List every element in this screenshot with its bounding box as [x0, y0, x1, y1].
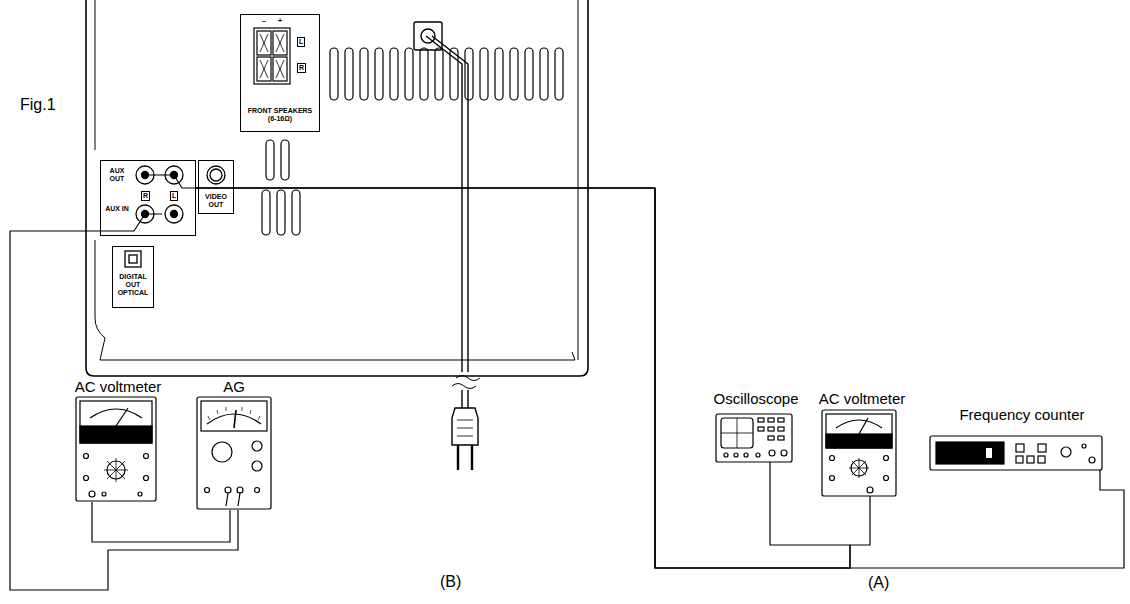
signal-cable: [196, 188, 1124, 568]
vent-slot: [555, 48, 563, 100]
vent-slot: [375, 48, 383, 100]
signal-cable: [10, 231, 238, 590]
video-out-jack: VIDEO OUT: [198, 160, 234, 214]
aux-jack-panel: AUX OUT R L AUX IN: [100, 160, 196, 236]
oscilloscope-icon: [716, 414, 792, 462]
channel-mark: R: [297, 63, 306, 73]
ac-voltmeter-icon: [822, 410, 896, 496]
group-label: (B): [438, 573, 463, 591]
vent-slot: [420, 48, 428, 100]
instrument-label: Frequency counter: [922, 406, 1122, 423]
group-label: (A): [866, 574, 891, 592]
power-cord: [414, 22, 480, 470]
vent-slot: [262, 190, 270, 235]
frequency-counter-icon: [930, 436, 1102, 470]
panel-label: VIDEO OUT: [200, 193, 232, 209]
ac-voltmeter: AC voltmeter: [812, 390, 912, 496]
ac-voltmeter-icon: [76, 397, 156, 501]
instrument-label: AC voltmeter: [68, 378, 168, 395]
channel-mark: R: [141, 191, 150, 201]
vent-slot: [281, 140, 289, 180]
ac-voltmeter: AC voltmeter: [68, 378, 168, 502]
vent-slot: [292, 190, 300, 235]
vent-slot: [525, 48, 533, 100]
vent-slot: [360, 48, 368, 100]
figure-number: Fig.1: [18, 96, 58, 114]
vent-slot: [510, 48, 518, 100]
instrument-label: AG: [196, 378, 272, 395]
jacks: [101, 166, 225, 267]
vent-slot: [465, 48, 473, 100]
speaker-terminal-block: –+ L R FRONT SPEAKERS (6-16Ω): [240, 14, 320, 132]
vent-slot: [540, 48, 548, 100]
panel-label: –: [259, 17, 269, 25]
vent-slots: [262, 48, 563, 235]
instrument-label: Oscilloscope: [696, 390, 816, 407]
vent-slot: [435, 48, 443, 100]
vent-slot: [390, 48, 398, 100]
panel-label: AUX OUT: [104, 167, 130, 183]
vent-slot: [345, 48, 353, 100]
vent-slot: [277, 190, 285, 235]
signal-cable: [196, 188, 850, 568]
oscilloscope: Oscilloscope: [696, 390, 816, 462]
vent-slot: [495, 48, 503, 100]
panel-label: AUX IN: [104, 205, 130, 213]
vent-slot: [405, 48, 413, 100]
channel-mark: L: [170, 191, 178, 201]
vent-slot: [480, 48, 488, 100]
signal-cable: [196, 188, 870, 568]
panel-label: FRONT SPEAKERS (6-16Ω): [243, 107, 317, 123]
vent-slot: [266, 140, 274, 180]
audio-generator: AG: [196, 378, 272, 510]
optical-out-jack: DIGITAL OUT OPTICAL: [112, 246, 154, 308]
audio-generator-icon: [197, 397, 271, 509]
signal-cable: [92, 502, 230, 542]
panel-label: DIGITAL OUT OPTICAL: [114, 273, 152, 297]
frequency-counter: Frequency counter: [922, 406, 1122, 470]
instrument-label: AC voltmeter: [812, 390, 912, 407]
vent-slot: [330, 48, 338, 100]
panel-label: +: [275, 17, 285, 25]
speaker-terminals: [254, 28, 290, 84]
channel-mark: L: [297, 37, 305, 47]
